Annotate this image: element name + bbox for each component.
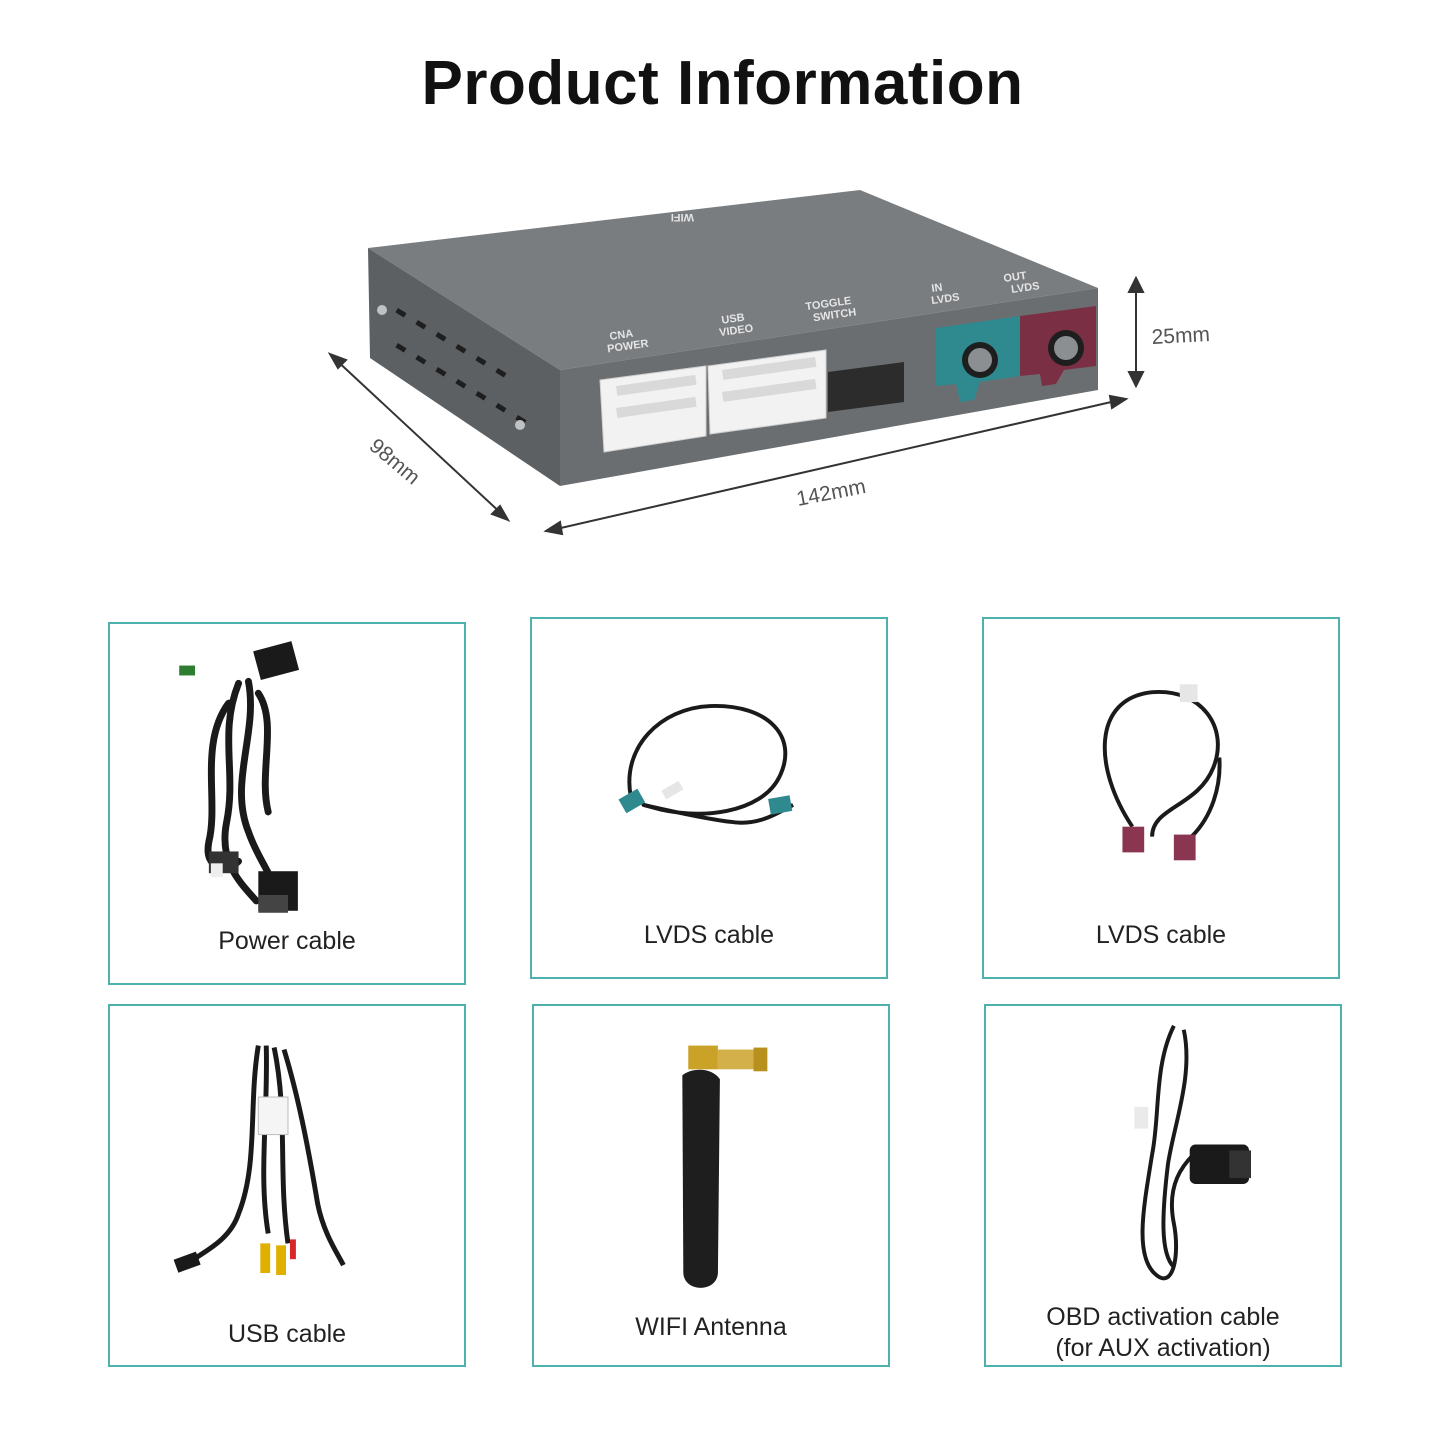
label-wifi: WIFI — [671, 211, 694, 223]
accessory-card-lvds-cable-teal: LVDS cable — [530, 617, 888, 979]
toggle-switch — [828, 362, 904, 412]
label-can-power: CNAPOWER — [605, 326, 650, 356]
dim-width: 142mm — [795, 475, 868, 511]
accessory-card-power-cable: Power cable — [108, 622, 466, 985]
usb-video-port — [707, 349, 827, 435]
can-power-port — [599, 365, 707, 453]
accessory-card-obd-cable: OBD activation cable (for AUX activation… — [984, 1004, 1342, 1367]
usb-cable-image — [173, 1045, 346, 1275]
accessory-label: USB cable — [227, 1320, 347, 1348]
lvds-cable-wine-image — [1102, 684, 1222, 861]
accessory-card-usb-cable: USB cable — [108, 1004, 466, 1367]
page-title: Product Information — [421, 49, 1024, 118]
accessory-label: WIFI Antenna — [635, 1313, 787, 1341]
accessory-label: LVDS cable — [643, 921, 775, 949]
obd-cable-image — [1134, 1024, 1252, 1281]
accessory-label: LVDS cable — [1095, 921, 1227, 949]
wifi-antenna-image — [682, 1045, 768, 1288]
dim-height: 25mm — [1151, 323, 1210, 349]
lvds-out-connector — [1020, 306, 1096, 386]
label-out-lvds: OUTLVDS — [1003, 268, 1041, 297]
label-in-lvds: INLVDS — [929, 279, 961, 307]
lvds-in-connector — [936, 316, 1020, 402]
accessory-card-wifi-antenna: WIFI Antenna — [532, 1004, 890, 1367]
label-usb-video: USBVIDEO — [717, 311, 755, 340]
label-toggle-switch: TOGGLESWITCH — [805, 294, 857, 325]
accessory-sublabel: (for AUX activation) — [1055, 1334, 1271, 1362]
power-cable-image — [179, 641, 300, 913]
accessory-label: OBD activation cable — [1046, 1303, 1280, 1331]
accessory-card-lvds-cable-wine: LVDS cable — [982, 617, 1340, 979]
accessory-label: Power cable — [218, 927, 356, 955]
device-illustration: WIFI CNAPOWER USBVIDEO TOGGLESWITCH INLV… — [327, 190, 1211, 536]
lvds-cable-teal-image — [618, 704, 794, 825]
dim-depth: 98mm — [365, 434, 424, 489]
